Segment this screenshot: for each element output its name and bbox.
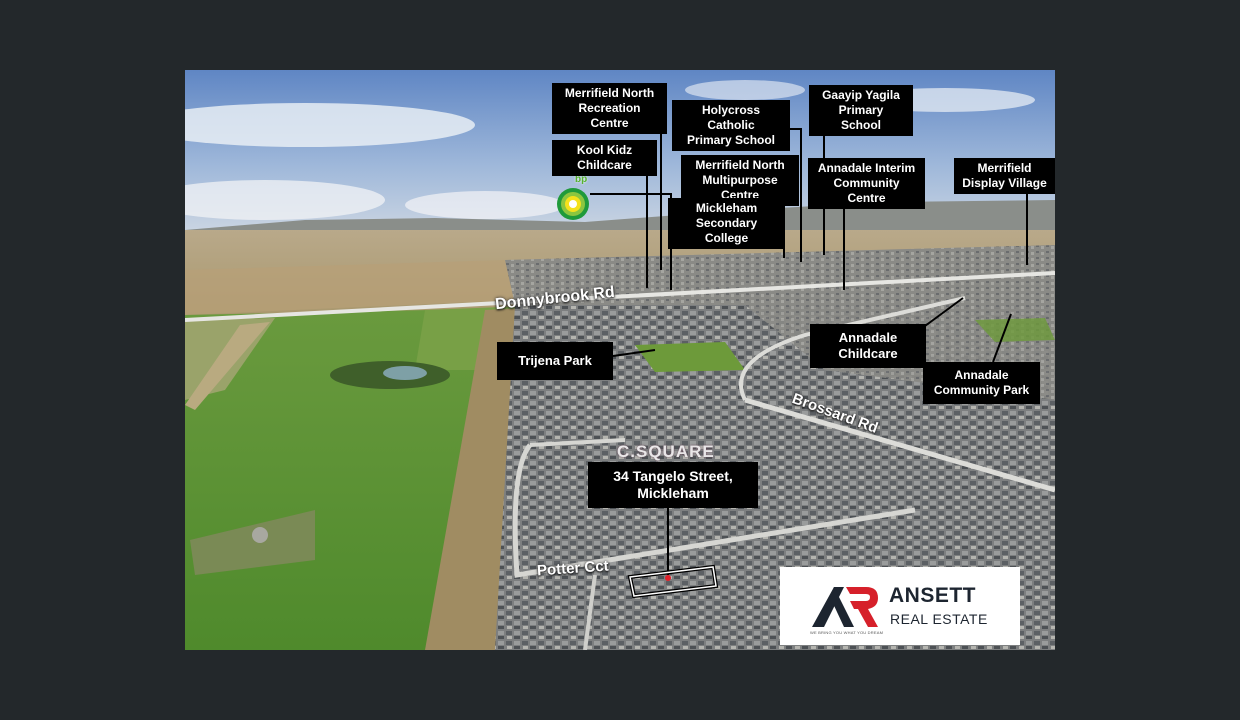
label-annadale-childcare: Annadale Childcare	[810, 324, 926, 368]
label-kool-kidz-childcare: Kool Kidz Childcare	[552, 140, 657, 176]
bp-text: bp	[575, 174, 588, 185]
label-holycross-catholic-primary-school: Holycross Catholic Primary School	[672, 100, 790, 151]
label-trijena-park: Trijena Park	[497, 342, 613, 380]
c-square-watermark: C.SQUARE	[617, 442, 715, 461]
label-merrifield-north-recreation-centre: Merrifield North Recreation Centre	[552, 83, 667, 134]
aerial-photo: bp Merrifield North Recreation Centre Ho…	[185, 70, 1055, 650]
ansett-ar-logo-icon	[812, 587, 878, 627]
label-gaayip-yagila-primary-school: Gaayip Yagila Primary School	[809, 85, 913, 136]
label-merrifield-display-village: Merrifield Display Village	[954, 158, 1055, 194]
label-mickleham-secondary-college: Mickleham Secondary College	[668, 198, 785, 249]
ansett-logo: ANSETT REAL ESTATE WE BRING YOU WHAT YOU…	[780, 567, 1020, 645]
agency-sub: REAL ESTATE	[890, 611, 988, 627]
label-property-address: 34 Tangelo Street, Mickleham	[588, 462, 758, 508]
label-annadale-interim-community-centre: Annadale Interim Community Centre	[808, 158, 925, 209]
label-annadale-community-park: Annadale Community Park	[923, 362, 1040, 404]
agency-tagline: WE BRING YOU WHAT YOU DREAM	[810, 630, 884, 635]
agency-name: ANSETT	[889, 584, 976, 607]
bp-logo-icon	[557, 188, 589, 220]
